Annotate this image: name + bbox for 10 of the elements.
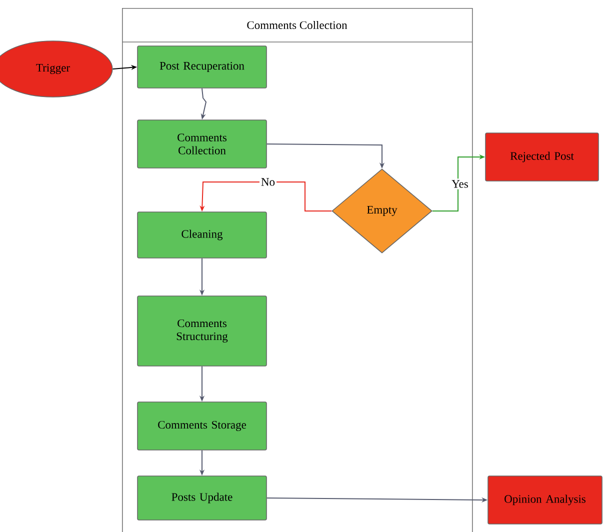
process-box: Cleaning [137, 212, 267, 258]
process-box: Comments Storage [137, 402, 267, 450]
process-box: Post Recuperation [137, 46, 267, 88]
edge-label: Yes [450, 178, 470, 190]
process-box: Comments Structuring [137, 296, 267, 366]
process-box: Posts Update [137, 476, 267, 520]
end-box: Rejected Post [485, 132, 599, 182]
edge-label: No [259, 176, 277, 188]
process-box: Comments Collection [137, 120, 267, 168]
end-box: Opinion Analysis [488, 476, 602, 524]
